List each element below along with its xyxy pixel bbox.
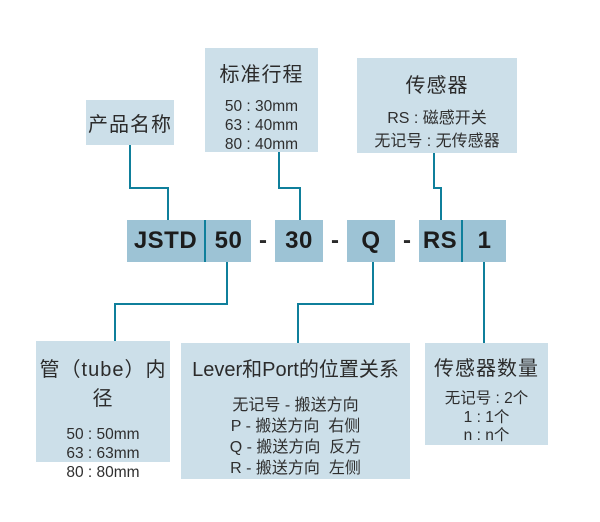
tube-bore-option: 63 : 63mm <box>66 445 140 462</box>
code-box-stroke: 30 <box>275 220 323 262</box>
code-divider <box>204 220 206 262</box>
code-cell-stroke: 30 <box>285 227 313 254</box>
connector-standard-stroke <box>278 152 301 221</box>
sensor-qty-option: n : n个 <box>463 427 510 444</box>
callout-tube-bore: 管（tube）内径 50 : 50mm 63 : 63mm 80 : 80mm <box>36 341 170 481</box>
lever-port-option: P - 搬送方向 右侧 <box>230 418 361 435</box>
sensor-qty-option: 1 : 1个 <box>463 408 510 426</box>
callout-standard-stroke: 标准行程 50 : 30mm 63 : 40mm 80 : 40mm <box>205 48 318 153</box>
lever-port-option: 无记号 - 搬送方向 <box>232 397 359 414</box>
callout-sensor: 传感器 RS : 磁感开关 无记号 : 无传感器 <box>357 58 517 153</box>
code-box-prefix-bore: JSTD 50 <box>127 220 251 262</box>
connector-sensor <box>433 153 442 221</box>
code-cell-prefix: JSTD <box>133 227 198 254</box>
sensor-option: RS : 磁感开关 <box>387 110 487 127</box>
connector-tube-bore <box>114 261 228 342</box>
callout-product-name: 产品名称 <box>86 100 174 145</box>
sensor-option: 无记号 : 无传感器 <box>374 133 500 150</box>
lever-port-title: Lever和Port的位置关系 <box>192 359 399 381</box>
sensor-title: 传感器 <box>405 75 469 97</box>
code-box-lever: Q <box>347 220 395 262</box>
connector-lever-port <box>297 261 374 344</box>
code-dash: - <box>259 227 267 254</box>
sensor-qty-title: 传感器数量 <box>434 358 539 380</box>
code-cell-sensor: RS <box>422 227 458 254</box>
sensor-qty-option: 无记号 : 2个 <box>444 390 529 407</box>
code-cell-qty: 1 <box>477 227 492 254</box>
callout-sensor-qty: 传感器数量 无记号 : 2个 1 : 1个 n : n个 <box>425 343 548 445</box>
code-cell-bore: 50 <box>214 227 243 254</box>
standard-stroke-option: 63 : 40mm <box>224 117 299 134</box>
product-name-title: 产品名称 <box>88 114 172 136</box>
code-box-sensor-qty: RS 1 <box>419 220 506 262</box>
callout-lever-port: Lever和Port的位置关系 无记号 - 搬送方向 P - 搬送方向 右侧 Q… <box>181 343 410 479</box>
tube-bore-option: 80 : 80mm <box>66 464 140 481</box>
code-dash: - <box>331 227 339 254</box>
standard-stroke-title: 标准行程 <box>219 64 304 86</box>
tube-bore-title: 管（tube）内径 <box>39 359 167 410</box>
connector-product-name <box>129 145 169 221</box>
code-divider <box>461 220 463 262</box>
standard-stroke-option: 50 : 30mm <box>224 98 299 115</box>
lever-port-option: R - 搬送方向 左侧 <box>230 460 361 477</box>
lever-port-option: Q - 搬送方向 反方 <box>229 439 362 456</box>
tube-bore-option: 50 : 50mm <box>66 426 140 443</box>
standard-stroke-option: 80 : 40mm <box>224 136 299 153</box>
code-dash: - <box>403 227 411 254</box>
code-cell-lever: Q <box>361 227 381 254</box>
